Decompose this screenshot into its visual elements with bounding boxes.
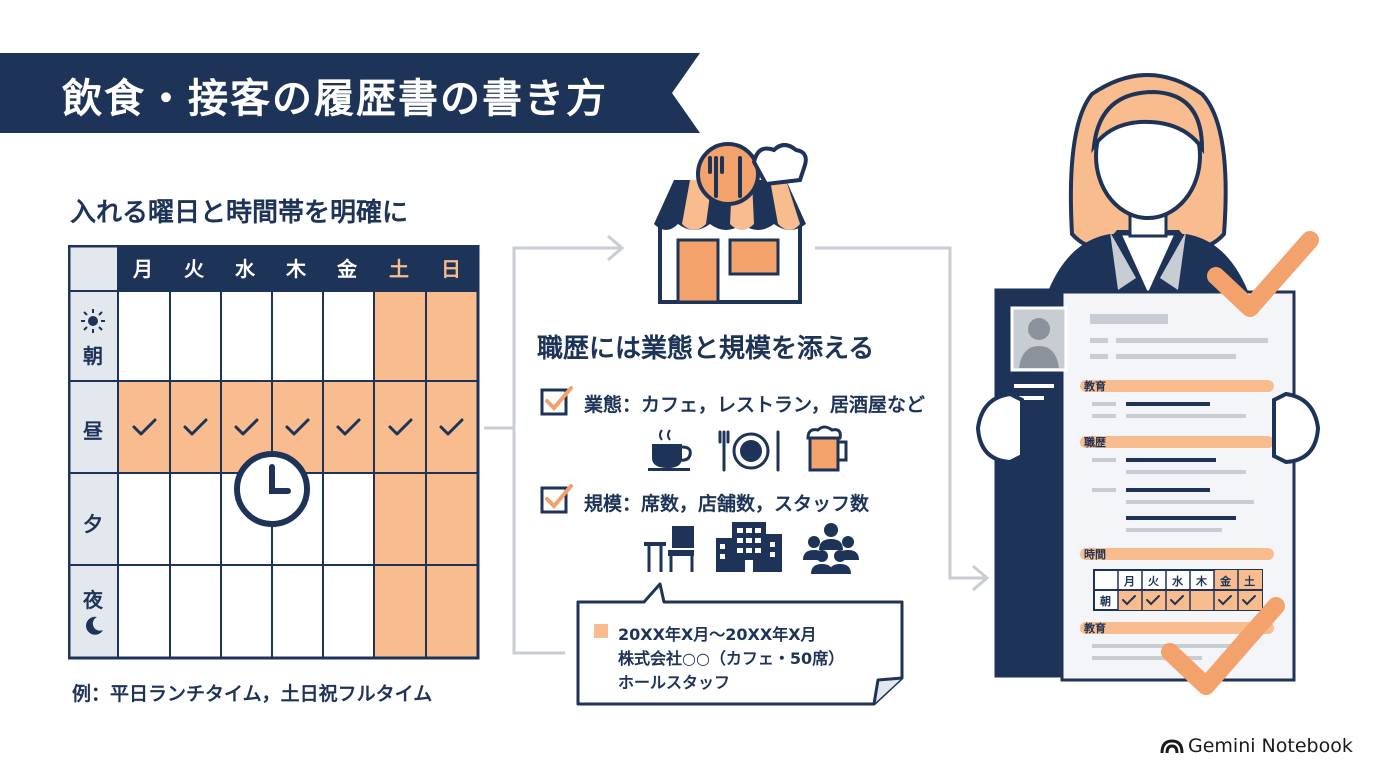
row-night: 夜 — [83, 588, 103, 612]
resume-day-fri: 金 — [1219, 574, 1232, 588]
checkbox-icon — [540, 386, 573, 416]
page-title: 飲食・接客の履歴書の書き方 — [62, 76, 608, 122]
dining-icon — [718, 430, 780, 472]
day-tue: 火 — [184, 257, 204, 281]
career-example-period: 20XX年X月〜20XX年X月 — [618, 625, 817, 644]
flow-arrows — [484, 234, 990, 655]
row-evening: 夕 — [83, 512, 103, 536]
schedule-grid — [68, 245, 480, 660]
resume-row-morning: 朝 — [1100, 594, 1111, 608]
resume-label-career: 職歴 — [1084, 435, 1106, 449]
career-heading: 職歴には業態と規模を添える — [537, 334, 875, 364]
restaurant-icon — [654, 142, 808, 304]
day-mon: 月 — [133, 257, 153, 281]
person-illustration: 教育 職歴 時間 教育 月 火 水 木 金 土 日 朝 — [975, 73, 1321, 695]
people-icon — [803, 523, 859, 574]
coffee-icon — [648, 429, 692, 471]
resume-day-mon: 月 — [1123, 575, 1135, 588]
career-item-scale: 規模：席数，店舗数，スタッフ数 — [584, 493, 870, 515]
career-item-business-type: 業態：カフェ，レストラン，居酒屋など — [584, 394, 926, 416]
moon-icon — [86, 616, 103, 635]
day-sun: 日 — [441, 257, 461, 281]
day-sat: 土 — [389, 257, 409, 281]
resume-day-thu: 木 — [1195, 574, 1208, 588]
checkbox-icon — [540, 484, 573, 514]
sun-icon — [81, 309, 105, 333]
career-example-bubble — [576, 582, 904, 706]
row-morning: 朝 — [83, 344, 103, 368]
day-fri: 金 — [337, 257, 357, 281]
title-banner — [0, 53, 700, 133]
notebook-logo-icon — [1160, 739, 1184, 754]
schedule-heading: 入れる曜日と時間帯を明確に — [70, 198, 409, 228]
resume-day-wed: 水 — [1172, 574, 1184, 588]
resume-day-tue: 火 — [1148, 575, 1160, 588]
chair-icon — [644, 526, 694, 572]
career-example-role: ホールスタッフ — [618, 673, 731, 692]
row-noon: 昼 — [83, 419, 103, 443]
day-wed: 水 — [235, 257, 255, 281]
schedule-example: 例：平日ランチタイム，土日祝フルタイム — [72, 683, 433, 705]
clock-icon — [234, 451, 310, 527]
resume-label-hours: 時間 — [1084, 547, 1106, 561]
brand-label: Gemini Notebook — [1188, 735, 1353, 757]
beer-icon — [806, 425, 848, 472]
day-thu: 木 — [286, 257, 306, 281]
resume-label-education: 教育 — [1083, 379, 1106, 393]
resume-day-sat: 土 — [1244, 574, 1255, 588]
building-icon — [716, 522, 782, 572]
resume-label-other: 教育 — [1083, 621, 1106, 635]
career-example-company: 株式会社○○（カフェ・50席） — [618, 649, 845, 668]
